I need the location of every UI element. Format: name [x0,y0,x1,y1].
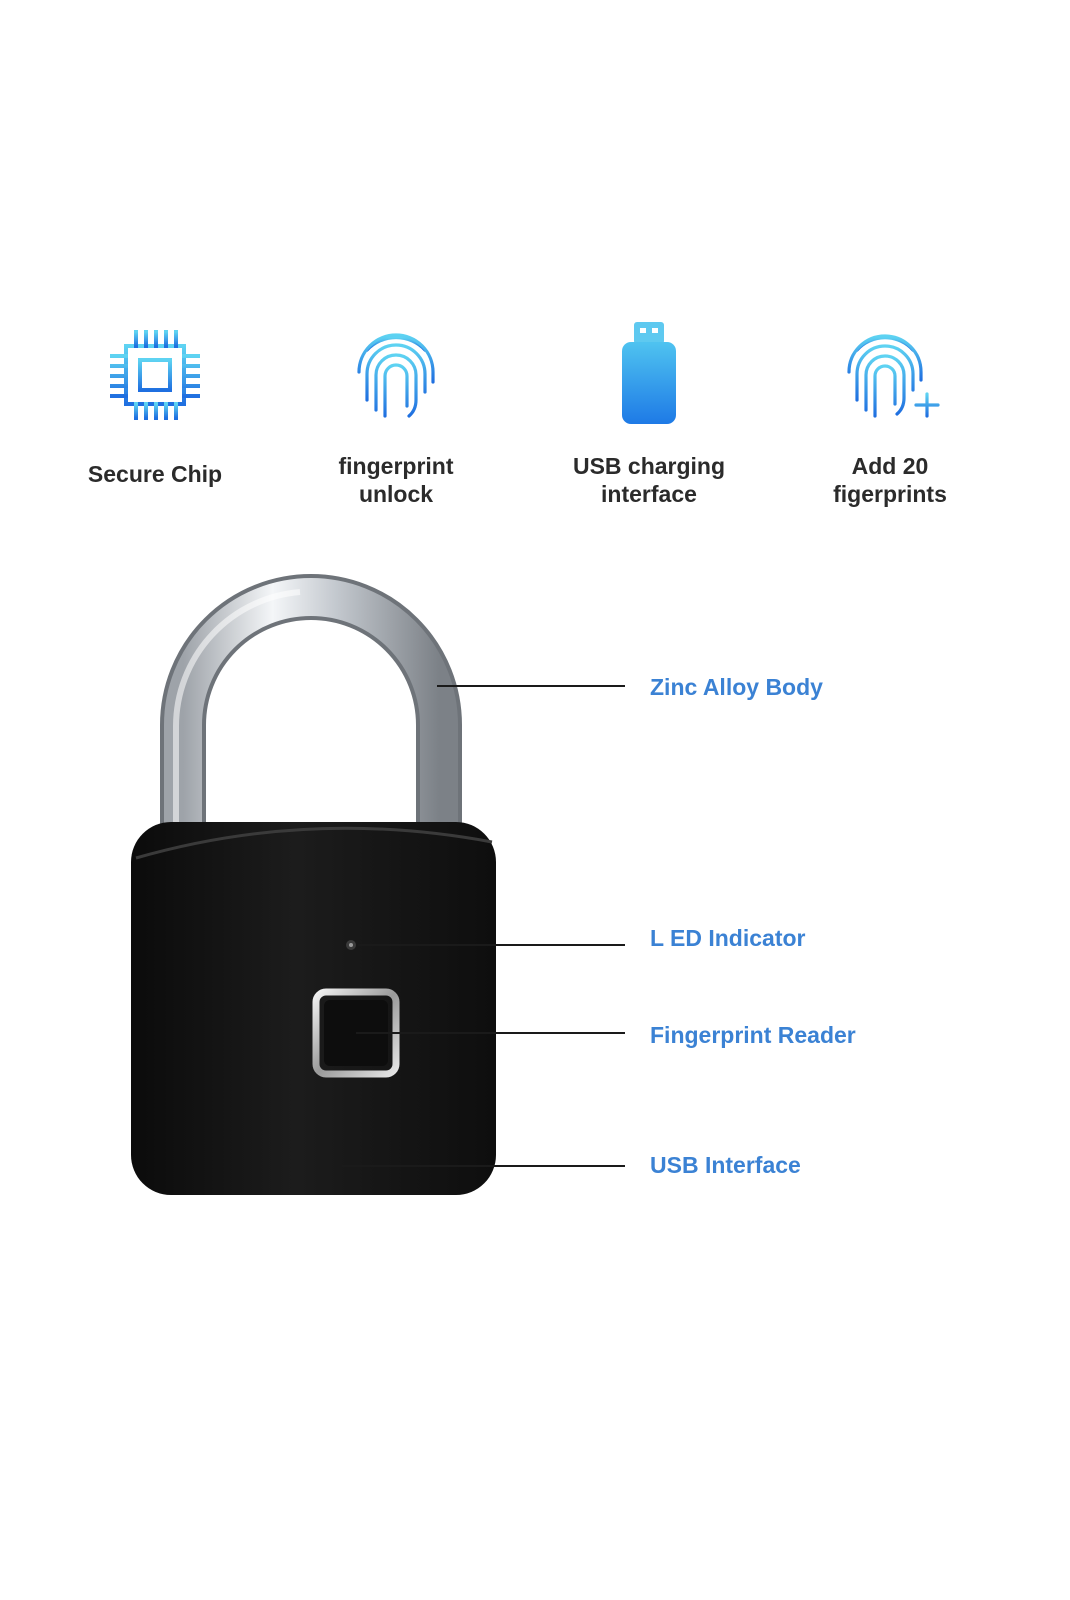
callout-fingerprint-reader: Fingerprint Reader [650,1022,856,1048]
usb-drive-icon [622,322,676,424]
feature-label: fingerprint unlock [338,453,454,507]
feature-add-fingerprints: Add 20 figerprints [790,320,990,508]
padlock-illustration [131,574,625,1195]
callout-leaders [342,685,625,1167]
callout-zinc-alloy-body: Zinc Alloy Body [650,674,823,700]
chip-icon [110,330,200,420]
feature-label: USB charging interface [572,453,726,507]
fingerprint-add-icon [847,334,940,420]
feature-secure-chip: Secure Chip [55,320,255,488]
feature-label: Secure Chip [87,461,223,487]
fingerprint-icon [357,333,435,420]
feature-usb-charging: USB charging interface [549,320,749,508]
callout-usb-interface: USB Interface [650,1152,801,1178]
feature-label: Add 20 figerprints [833,453,947,507]
callout-led-indicator: L ED Indicator [650,925,806,951]
feature-fingerprint-unlock: fingerprint unlock [296,320,496,508]
